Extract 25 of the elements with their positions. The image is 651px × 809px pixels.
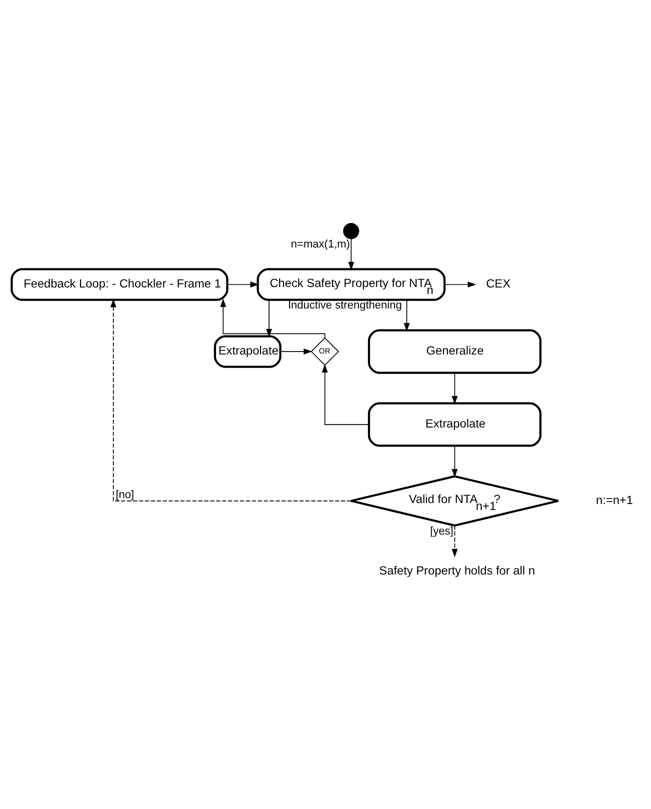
- arrow: [452, 372, 458, 404]
- arrow: [404, 299, 410, 332]
- node-text: Safety Property holds for all n: [379, 562, 535, 577]
- node-box: Extrapolate: [368, 402, 542, 446]
- arrow: [322, 363, 370, 424]
- node-box: Feedback Loop: - Chockler - Frame 1: [10, 268, 228, 300]
- label: n:=n+1: [596, 492, 633, 507]
- node-text: CEX: [486, 276, 511, 290]
- arrow: [220, 298, 326, 338]
- arrow: [348, 238, 354, 270]
- edge-label: [yes]: [430, 524, 454, 537]
- arrow: [452, 444, 458, 478]
- node-circle: [343, 222, 360, 239]
- arrow: [110, 298, 352, 501]
- edge-label: Inductive strengthening: [288, 299, 402, 312]
- node-box: Generalize: [368, 328, 542, 374]
- node-diamond: OR: [310, 336, 340, 366]
- arrow: [280, 348, 312, 354]
- edge-label: n=max(1,m): [290, 238, 350, 250]
- node-box: Extrapolate: [214, 334, 282, 368]
- arrow: [452, 524, 458, 557]
- edge-label: [no]: [116, 488, 134, 500]
- arrow: [227, 281, 259, 287]
- arrow: [444, 281, 476, 287]
- arrow: [266, 299, 272, 337]
